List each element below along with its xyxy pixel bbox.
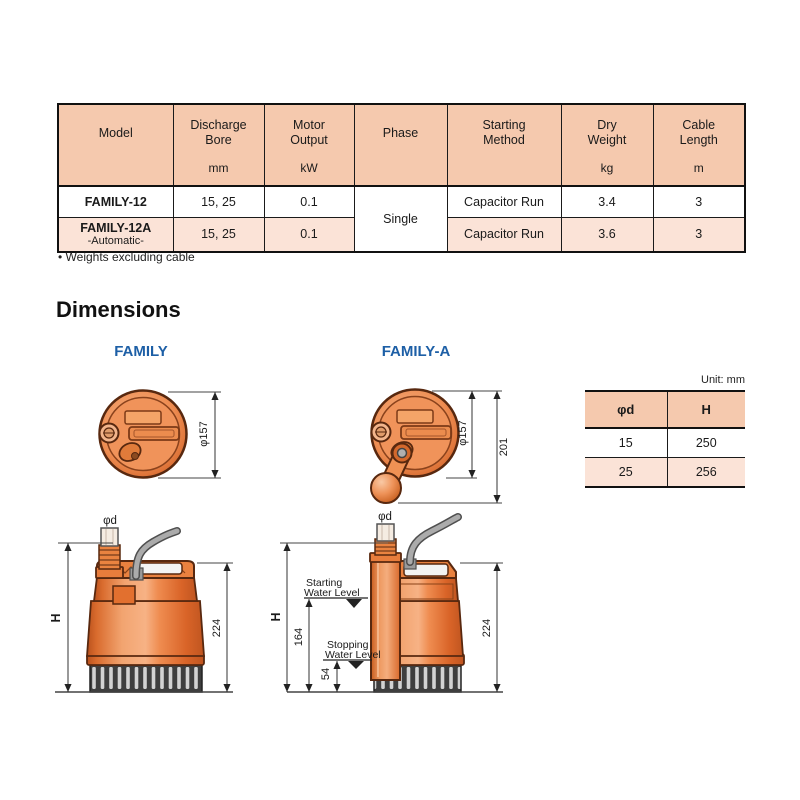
family-outlet-dim: φd <box>103 515 117 527</box>
family-drawing-label: FAMILY <box>114 343 168 360</box>
col-header-model: Model <box>57 103 174 187</box>
family-a-outlet-dim: φd <box>378 511 392 523</box>
cell-motor-output: 0.1 <box>263 217 355 253</box>
dim-row: 25 256 <box>585 457 745 487</box>
dim-cell-h: 250 <box>667 428 745 458</box>
family-a-top-diameter-dim: φ157 <box>457 420 469 446</box>
cell-motor-output: 0.1 <box>263 185 355 218</box>
family-top-view: φ157 <box>98 389 221 479</box>
dimension-table: φd H 15 250 25 256 <box>585 390 745 488</box>
dim-col-header-d: φd <box>585 391 668 429</box>
cell-model: FAMILY-12 <box>57 185 174 218</box>
col-header-starting-method: Starting Method <box>446 103 562 187</box>
family-top-diameter-dim: φ157 <box>198 421 210 447</box>
cell-discharge-bore: 15, 25 <box>172 185 265 218</box>
family-side-view: H 224 φd <box>49 515 233 693</box>
cell-starting-method: Capacitor Run <box>446 185 562 218</box>
cell-phase-merged: Single <box>353 185 448 253</box>
starting-water-level-label-line1: Starting <box>306 577 342 589</box>
spec-row-family-12a: FAMILY-12A -Automatic- 15, 25 0.1 Capaci… <box>57 217 746 253</box>
family-a-top-overall-dim: 201 <box>498 438 510 456</box>
cell-dry-weight: 3.4 <box>560 185 654 218</box>
cell-model: FAMILY-12A -Automatic- <box>57 217 174 253</box>
family-body-height-dim: 224 <box>211 619 223 637</box>
dim-col-header-h: H <box>667 391 745 429</box>
cell-cable-length: 3 <box>652 217 746 253</box>
starting-water-level-label-line2: Water Level <box>304 587 360 599</box>
col-header-phase: Phase <box>353 103 448 187</box>
starting-height-dim: 164 <box>293 628 305 646</box>
unit-note: Unit: mm <box>701 374 745 386</box>
dimensions-heading: Dimensions <box>56 297 181 322</box>
dim-cell-d: 15 <box>585 428 668 458</box>
cell-starting-method: Capacitor Run <box>446 217 562 253</box>
family-a-side-view: H 224 φd Starting Water Level 164 Stoppi… <box>269 511 503 693</box>
dim-row: 15 250 <box>585 428 745 458</box>
dimension-table-header-row: φd H <box>585 391 745 429</box>
weights-note: • Weights excluding cable <box>58 250 195 264</box>
starting-level-marker-icon <box>346 599 362 608</box>
family-a-drawing-label: FAMILY-A <box>381 343 451 360</box>
family-a-body-height-dim: 224 <box>481 619 493 637</box>
spec-row-family-12: FAMILY-12 15, 25 0.1 Single Capacitor Ru… <box>57 185 746 253</box>
dim-cell-h: 256 <box>667 457 745 487</box>
cell-dry-weight: 3.6 <box>560 217 654 253</box>
family-total-height-dim: H <box>49 613 63 622</box>
stopping-level-marker-icon <box>348 661 364 669</box>
stopping-water-level-label-line1: Stopping <box>327 639 369 651</box>
cell-cable-length: 3 <box>652 185 746 218</box>
family-a-total-height-dim: H <box>269 612 283 621</box>
pump-technical-drawings: φ157 φ157 201 <box>49 388 510 693</box>
cell-discharge-bore: 15, 25 <box>172 217 265 253</box>
stopping-height-dim: 54 <box>320 668 332 680</box>
dim-cell-d: 25 <box>585 457 668 487</box>
stopping-water-level-label-line2: Water Level <box>325 649 381 661</box>
family-a-top-view: φ157 201 <box>370 388 510 504</box>
